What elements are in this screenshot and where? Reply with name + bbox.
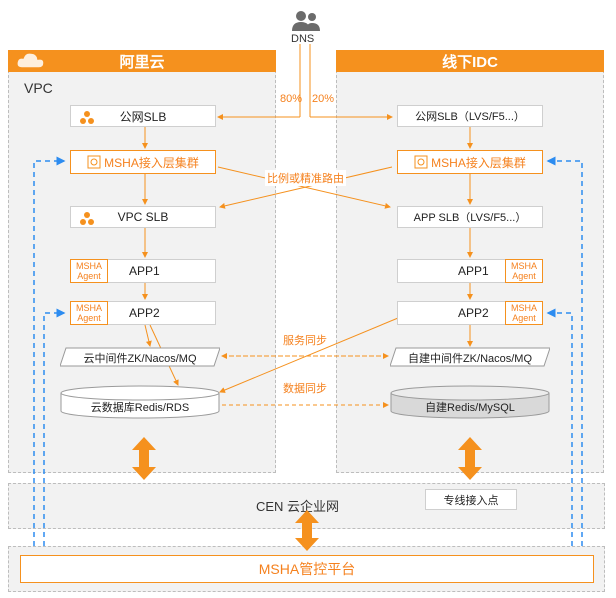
aliyun-public-slb-label: 公网SLB	[119, 109, 167, 124]
aliyun-msha-access-label: MSHA接入层集群	[104, 155, 199, 170]
idc-public-slb: 公网SLB（LVS/F5...）	[397, 105, 543, 127]
dns-label: DNS	[291, 33, 315, 45]
idc-database-label: 自建Redis/MySQL	[425, 402, 515, 414]
idc-app1-agent-tag: MSHA Agent	[505, 259, 543, 283]
aliyun-app1-label: APP1	[129, 264, 160, 278]
idc-title: 线下IDC	[336, 50, 604, 72]
dns-split-right: 20%	[312, 93, 335, 105]
aliyun-app1-agent-tag: MSHA Agent	[70, 259, 108, 283]
idc-msha-access-cluster: MSHA接入层集群	[397, 150, 543, 174]
aliyun-middleware-label: 云中间件ZK/Nacos/MQ	[83, 353, 197, 365]
routing-label: 比例或精准路由	[265, 170, 346, 186]
idc-database: 自建Redis/MySQL	[390, 385, 550, 419]
slb-icon	[79, 109, 95, 125]
aliyun-app2-label: APP2	[129, 306, 160, 320]
agent-tag-line2: Agent	[77, 271, 101, 281]
aliyun-app2-agent-tag: MSHA Agent	[70, 301, 108, 325]
aliyun-public-slb: 公网SLB	[70, 105, 216, 127]
idc-app-slb: APP SLB（LVS/F5...）	[397, 206, 543, 228]
cluster-icon	[414, 155, 428, 169]
service-sync-label: 服务同步	[283, 335, 327, 347]
aliyun-msha-access-cluster: MSHA接入层集群	[70, 150, 216, 174]
idc-app1-label: APP1	[458, 264, 489, 278]
agent-tag-line1: MSHA	[75, 261, 102, 271]
agent-tag-line1: MSHA	[75, 303, 102, 313]
idc-msha-access-label: MSHA接入层集群	[431, 155, 526, 170]
cen-title: CEN 云企业网	[256, 499, 340, 514]
cloud-icon	[14, 48, 48, 72]
aliyun-database: 云数据库Redis/RDS	[60, 385, 220, 419]
dns-split-left: 80%	[280, 93, 303, 105]
aliyun-title: 阿里云	[8, 50, 276, 72]
cluster-icon	[87, 155, 101, 169]
agent-tag-line2: Agent	[512, 271, 536, 281]
aliyun-vpc-slb: VPC SLB	[70, 206, 216, 228]
idc-app2-agent-tag: MSHA Agent	[505, 301, 543, 325]
idc-middleware-label: 自建中间件ZK/Nacos/MQ	[407, 353, 533, 365]
dns-users-icon	[291, 10, 321, 32]
aliyun-middleware: 云中间件ZK/Nacos/MQ	[60, 346, 220, 368]
data-sync-label: 数据同步	[283, 383, 327, 395]
slb-icon	[79, 210, 95, 226]
agent-tag-line1: MSHA	[510, 303, 537, 313]
agent-tag-line1: MSHA	[510, 261, 537, 271]
msha-control-platform: MSHA管控平台	[20, 555, 594, 583]
aliyun-vpc-slb-label: VPC SLB	[117, 210, 169, 224]
idc-middleware: 自建中间件ZK/Nacos/MQ	[390, 346, 550, 368]
agent-tag-line2: Agent	[77, 313, 101, 323]
dedicated-line-access-point: 专线接入点	[425, 489, 517, 510]
vpc-label: VPC	[24, 80, 53, 96]
aliyun-database-label: 云数据库Redis/RDS	[90, 402, 190, 414]
agent-tag-line2: Agent	[512, 313, 536, 323]
idc-app2-label: APP2	[458, 306, 489, 320]
